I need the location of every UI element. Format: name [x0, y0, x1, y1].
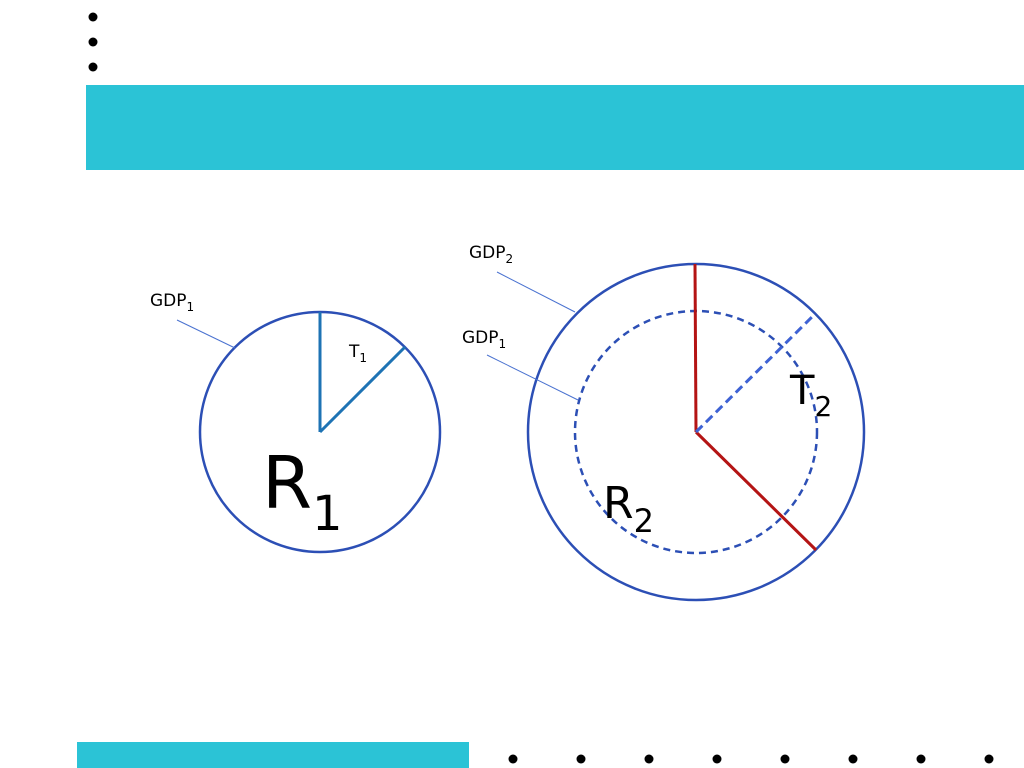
top-left-dots	[88, 12, 98, 72]
bottom-right-dots	[508, 754, 994, 764]
left-gdp-label: GDP1	[150, 291, 194, 314]
dot	[88, 37, 98, 47]
dot	[644, 754, 654, 764]
dot	[508, 754, 518, 764]
dot	[916, 754, 926, 764]
dot	[780, 754, 790, 764]
left-remainder-label: R1	[262, 441, 343, 542]
right-gdp1-leader-line	[486, 354, 579, 401]
right-slice-bottom	[694, 430, 818, 552]
left-gdp-leader-line	[176, 319, 236, 349]
dot	[576, 754, 586, 764]
footer-accent-bar	[77, 742, 469, 768]
right-gdp1-label: GDP1	[462, 328, 506, 351]
right-remainder-label: R2	[603, 478, 654, 540]
left-slice-diagonal	[318, 345, 407, 434]
right-pie: GDP2 GDP1 T2 R2	[462, 243, 866, 602]
right-gdp2-leader-line	[496, 271, 576, 313]
right-tax-label: T2	[789, 368, 832, 423]
dot	[984, 754, 994, 764]
dot	[712, 754, 722, 764]
dot	[848, 754, 858, 764]
dot	[88, 62, 98, 72]
right-slice-top	[693, 263, 698, 433]
header-accent-bar	[86, 85, 1024, 170]
left-pie: GDP1 T1 R1	[150, 291, 442, 554]
right-gdp2-label: GDP2	[469, 243, 513, 266]
dot	[88, 12, 98, 22]
left-tax-label: T1	[348, 342, 367, 365]
